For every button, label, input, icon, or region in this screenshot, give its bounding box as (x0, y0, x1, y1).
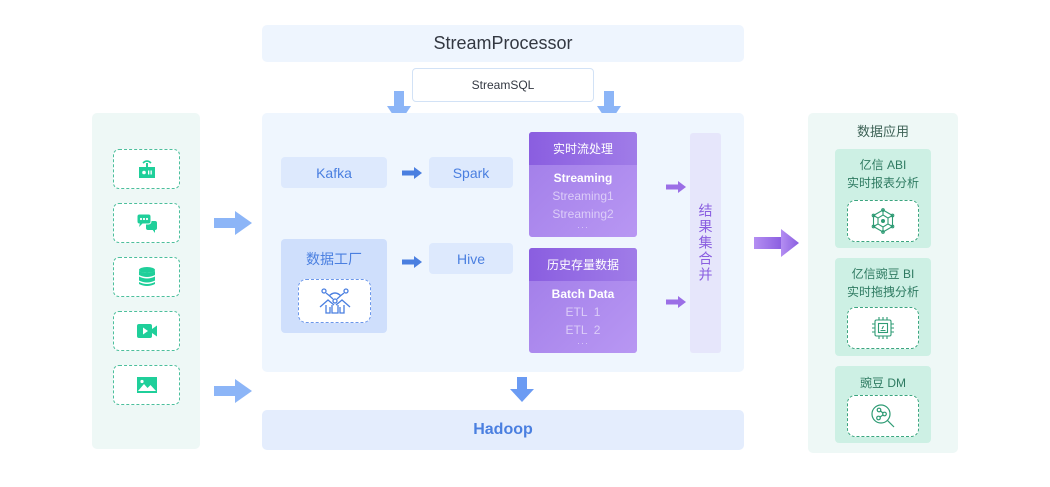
app-card-name: 亿信豌豆 BI (851, 267, 915, 281)
app-icon-box (847, 395, 919, 437)
database-icon (138, 267, 155, 286)
arrow-processing-to-hadoop (510, 377, 534, 402)
chat-bubbles-icon (136, 213, 157, 233)
arrow-batch-to-merge (666, 295, 686, 313)
arrow-kafka-to-spark (402, 166, 422, 184)
video-camera-icon (136, 324, 157, 338)
batch-more: ··· (577, 338, 589, 348)
arrow-right-icon (402, 256, 422, 268)
arrow-to-data-apps (754, 229, 799, 262)
app-card-dm[interactable]: 豌豆 DM (835, 366, 931, 443)
app-card-desc: 实时报表分析 (846, 176, 919, 190)
app-icon-box (847, 200, 919, 242)
spark-label: Spark (452, 164, 490, 181)
realtime-stream-card[interactable]: 实时流处理 Streaming Streaming1 Streaming2 ··… (529, 132, 637, 237)
data-mining-search-icon (871, 404, 895, 428)
data-factory-label: 数据工厂 (306, 251, 362, 267)
etl-item: ETL 2 (565, 323, 601, 337)
stream-sql-box[interactable]: StreamSQL (412, 68, 594, 102)
data-sources-panel (92, 113, 200, 449)
stream-processor-label: StreamProcessor (433, 33, 573, 53)
app-card-bi[interactable]: 亿信豌豆 BI 实时拖拽分析 (835, 258, 931, 356)
arrow-factory-to-hive (402, 255, 422, 273)
data-applications-panel: 数据应用 亿信 ABI 实时报表分析 亿信豌豆 BI 实时拖拽分析 (808, 113, 958, 453)
arrow-right-icon (214, 379, 252, 403)
data-factory-node[interactable]: 数据工厂 (281, 239, 387, 333)
arrow-right-icon (666, 181, 686, 193)
history-batch-header: 历史存量数据 (529, 248, 637, 281)
arrow-down-icon (510, 377, 534, 402)
batch-data-title: Batch Data (551, 287, 615, 301)
network-hexagon-icon (871, 208, 895, 234)
data-applications-title: 数据应用 (856, 124, 909, 139)
iot-device-icon (138, 160, 155, 178)
realtime-stream-header: 实时流处理 (529, 132, 637, 165)
arrow-sources-to-hadoop (214, 379, 252, 403)
result-merge-bar[interactable]: 结果集合并 (690, 133, 721, 353)
image-icon (136, 377, 157, 393)
source-item-iot[interactable] (113, 149, 180, 189)
arrow-right-icon (666, 296, 686, 308)
app-card-name: 亿信 ABI (859, 158, 907, 172)
arrow-right-icon (402, 167, 422, 179)
streaming-title: Streaming (553, 171, 613, 185)
streaming-more: ··· (577, 222, 589, 232)
data-factory-icon-box (298, 279, 371, 323)
stream-sql-label: StreamSQL (471, 78, 535, 92)
source-item-chat[interactable] (113, 203, 180, 243)
arrow-right-icon (754, 229, 799, 257)
streaming-item: Streaming1 (552, 189, 614, 203)
kafka-label: Kafka (316, 164, 352, 181)
arrow-right-icon (214, 211, 252, 235)
app-card-abi[interactable]: 亿信 ABI 实时报表分析 (835, 149, 931, 248)
app-card-name: 豌豆 DM (860, 376, 906, 390)
app-icon-box (847, 307, 919, 349)
history-batch-card[interactable]: 历史存量数据 Batch Data ETL 1 ETL 2 ··· (529, 248, 637, 353)
source-item-video[interactable] (113, 311, 180, 351)
hive-label: Hive (456, 250, 485, 267)
source-item-database[interactable] (113, 257, 180, 297)
app-card-desc: 实时拖拽分析 (846, 285, 919, 299)
hive-node[interactable]: Hive (429, 243, 513, 274)
result-merge-label: 结果集合并 (697, 203, 714, 283)
hadoop-label: Hadoop (473, 421, 533, 438)
kafka-node[interactable]: Kafka (281, 157, 387, 188)
source-item-image[interactable] (113, 365, 180, 405)
stream-processor-bar[interactable]: StreamProcessor (262, 25, 744, 62)
people-collaboration-icon (319, 288, 350, 314)
chip-icon (872, 317, 894, 339)
streaming-item: Streaming2 (552, 207, 614, 221)
spark-node[interactable]: Spark (429, 157, 513, 188)
arrow-sources-to-processing (214, 211, 252, 235)
processing-panel: Kafka Spark 数据工厂 (262, 113, 744, 372)
etl-item: ETL 1 (565, 305, 601, 319)
arrow-stream-to-merge (666, 180, 686, 198)
hadoop-bar[interactable]: Hadoop (262, 410, 744, 450)
